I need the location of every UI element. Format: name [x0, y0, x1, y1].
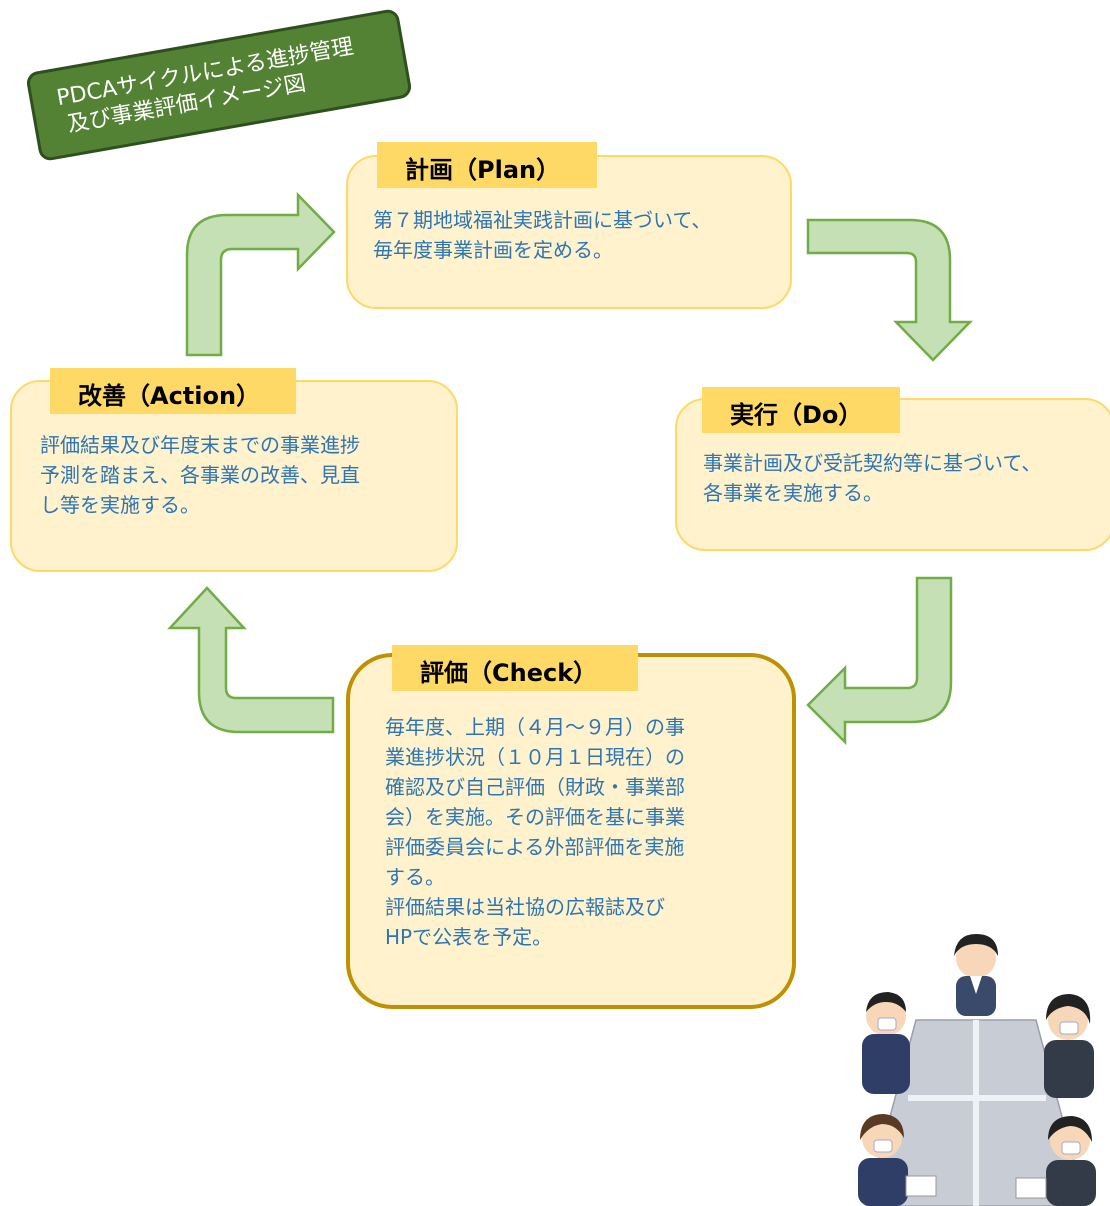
action-heading: 改善（Action）: [50, 368, 296, 414]
action-body: 評価結果及び年度末までの事業進捗 予測を踏まえ、各事業の改善、見直 し等を実施す…: [40, 433, 360, 517]
arrow-action-to-plan: [185, 191, 336, 357]
arrow-do-to-check: [806, 576, 953, 746]
arrow-plan-to-do: [806, 218, 973, 362]
do-heading: 実行（Do）: [702, 387, 900, 433]
meeting-illustration: [858, 934, 1096, 1206]
do-body: 事業計画及び受託契約等に基づいて、 各事業を実施する。: [703, 451, 1042, 505]
check-body: 毎年度、上期（４月～９月）の事 業進捗状況（１０月１日現在）の 確認及び自己評価…: [385, 715, 685, 949]
check-heading: 評価（Check）: [392, 645, 638, 691]
check-box: [346, 653, 796, 1009]
arrow-check-to-action: [167, 586, 335, 734]
plan-heading: 計画（Plan）: [377, 142, 597, 188]
plan-body: 第７期地域福祉実践計画に基づいて、 毎年度事業計画を定める。: [373, 208, 712, 262]
